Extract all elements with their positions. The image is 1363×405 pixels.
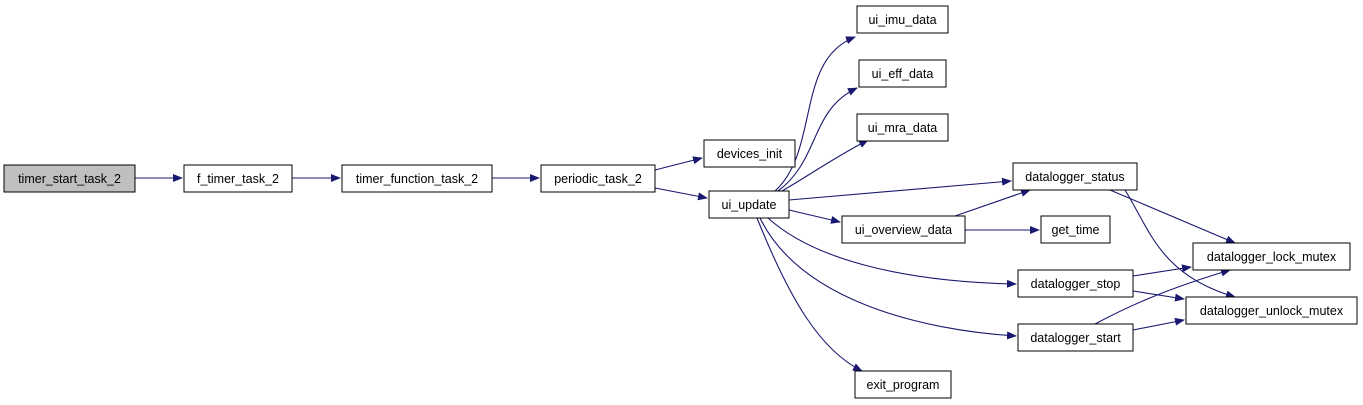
node-ui-mra-data[interactable]: ui_mra_data (856, 113, 949, 142)
edge-path (1124, 189, 1236, 299)
edge-ui-update-to-ui-eff-data (777, 87, 858, 192)
node-box (341, 164, 493, 193)
node-datalogger-stop[interactable]: datalogger_stop (1017, 269, 1134, 298)
edge-path (654, 187, 708, 201)
edge-ui-update-to-ui-imu-data (774, 36, 856, 192)
node-box (540, 164, 656, 193)
node-label: get_time (1052, 223, 1100, 237)
node-box (1185, 296, 1358, 325)
edge-datalogger-start-to-datalogger-unlock-mutex (1132, 317, 1185, 331)
node-label: timer_function_task_2 (356, 172, 478, 186)
edge-periodic-task-2-to-devices-init (654, 156, 703, 171)
node-ui-imu-data[interactable]: ui_imu_data (856, 5, 949, 34)
edge-ui-update-to-datalogger-status (788, 177, 1012, 201)
edge-ui-update-to-exit-program (756, 217, 863, 372)
edge-path (1094, 268, 1231, 325)
edge-path (774, 36, 856, 192)
edge-path (756, 217, 863, 372)
node-box (1017, 323, 1134, 352)
node-label: datalogger_status (1025, 170, 1124, 184)
edge-path (1109, 189, 1236, 244)
node-box (3, 164, 136, 193)
node-ui-eff-data[interactable]: ui_eff_data (858, 59, 947, 88)
node-box (1012, 162, 1138, 191)
node-box (703, 139, 796, 168)
edges-layer (135, 36, 1236, 372)
node-box (856, 5, 949, 34)
node-label: datalogger_unlock_mutex (1200, 304, 1344, 318)
node-exit-program[interactable]: exit_program (854, 370, 952, 399)
node-label: datalogger_stop (1031, 277, 1121, 291)
edge-path (781, 139, 869, 192)
edge-ui-update-to-datalogger-stop (767, 217, 1017, 288)
edge-ui-overview-data-to-datalogger-status (954, 189, 1031, 217)
node-devices-init[interactable]: devices_init (703, 139, 796, 168)
node-datalogger-start[interactable]: datalogger_start (1017, 323, 1134, 352)
node-label: ui_mra_data (868, 121, 938, 135)
node-label: timer_start_task_2 (18, 172, 121, 186)
node-box (856, 113, 949, 142)
edge-path (1132, 317, 1185, 331)
node-box (841, 215, 966, 244)
edge-datalogger-status-to-datalogger-lock-mutex (1109, 189, 1236, 244)
node-box (858, 59, 947, 88)
node-box (1192, 242, 1351, 271)
node-f-timer-task-2[interactable]: f_timer_task_2 (183, 164, 293, 193)
edge-ui-update-to-ui-mra-data (781, 139, 869, 192)
edge-path (788, 209, 841, 224)
edge-path (777, 87, 858, 192)
edge-datalogger-stop-to-datalogger-lock-mutex (1132, 264, 1192, 277)
node-box (1040, 215, 1111, 244)
node-box (183, 164, 293, 193)
edge-path (1132, 264, 1192, 277)
node-ui-overview-data[interactable]: ui_overview_data (841, 215, 966, 244)
edge-datalogger-status-to-datalogger-unlock-mutex (1124, 189, 1236, 299)
node-label: exit_program (867, 378, 940, 392)
node-box (854, 370, 952, 399)
node-datalogger-status[interactable]: datalogger_status (1012, 162, 1138, 191)
edge-ui-update-to-ui-overview-data (788, 209, 841, 224)
edge-path (654, 156, 703, 171)
node-box (1017, 269, 1134, 298)
edge-ui-update-to-datalogger-start (759, 217, 1017, 340)
node-get-time[interactable]: get_time (1040, 215, 1111, 244)
nodes-layer: timer_start_task_2 f_timer_task_2 timer_fu… (3, 5, 1358, 399)
edge-path (954, 189, 1031, 217)
edge-path (759, 217, 1017, 340)
node-label: datalogger_start (1030, 331, 1121, 345)
node-box (708, 190, 790, 219)
node-periodic-task-2[interactable]: periodic_task_2 (540, 164, 656, 193)
edge-path (788, 177, 1012, 201)
node-label: ui_overview_data (855, 223, 952, 237)
edge-datalogger-start-to-datalogger-lock-mutex (1094, 268, 1231, 325)
edge-path (767, 217, 1017, 288)
node-label: periodic_task_2 (554, 172, 642, 186)
node-datalogger-unlock-mutex[interactable]: datalogger_unlock_mutex (1185, 296, 1358, 325)
node-label: ui_imu_data (868, 13, 936, 27)
node-label: f_timer_task_2 (197, 172, 279, 186)
node-label: ui_eff_data (872, 67, 934, 81)
node-timer-start-task-2[interactable]: timer_start_task_2 (3, 164, 136, 193)
node-ui-update[interactable]: ui_update (708, 190, 790, 219)
node-label: datalogger_lock_mutex (1207, 250, 1337, 264)
edge-periodic-task-2-to-ui-update (654, 187, 708, 201)
node-datalogger-lock-mutex[interactable]: datalogger_lock_mutex (1192, 242, 1351, 271)
node-label: devices_init (717, 147, 783, 161)
node-label: ui_update (722, 198, 777, 212)
node-timer-function-task-2[interactable]: timer_function_task_2 (341, 164, 493, 193)
